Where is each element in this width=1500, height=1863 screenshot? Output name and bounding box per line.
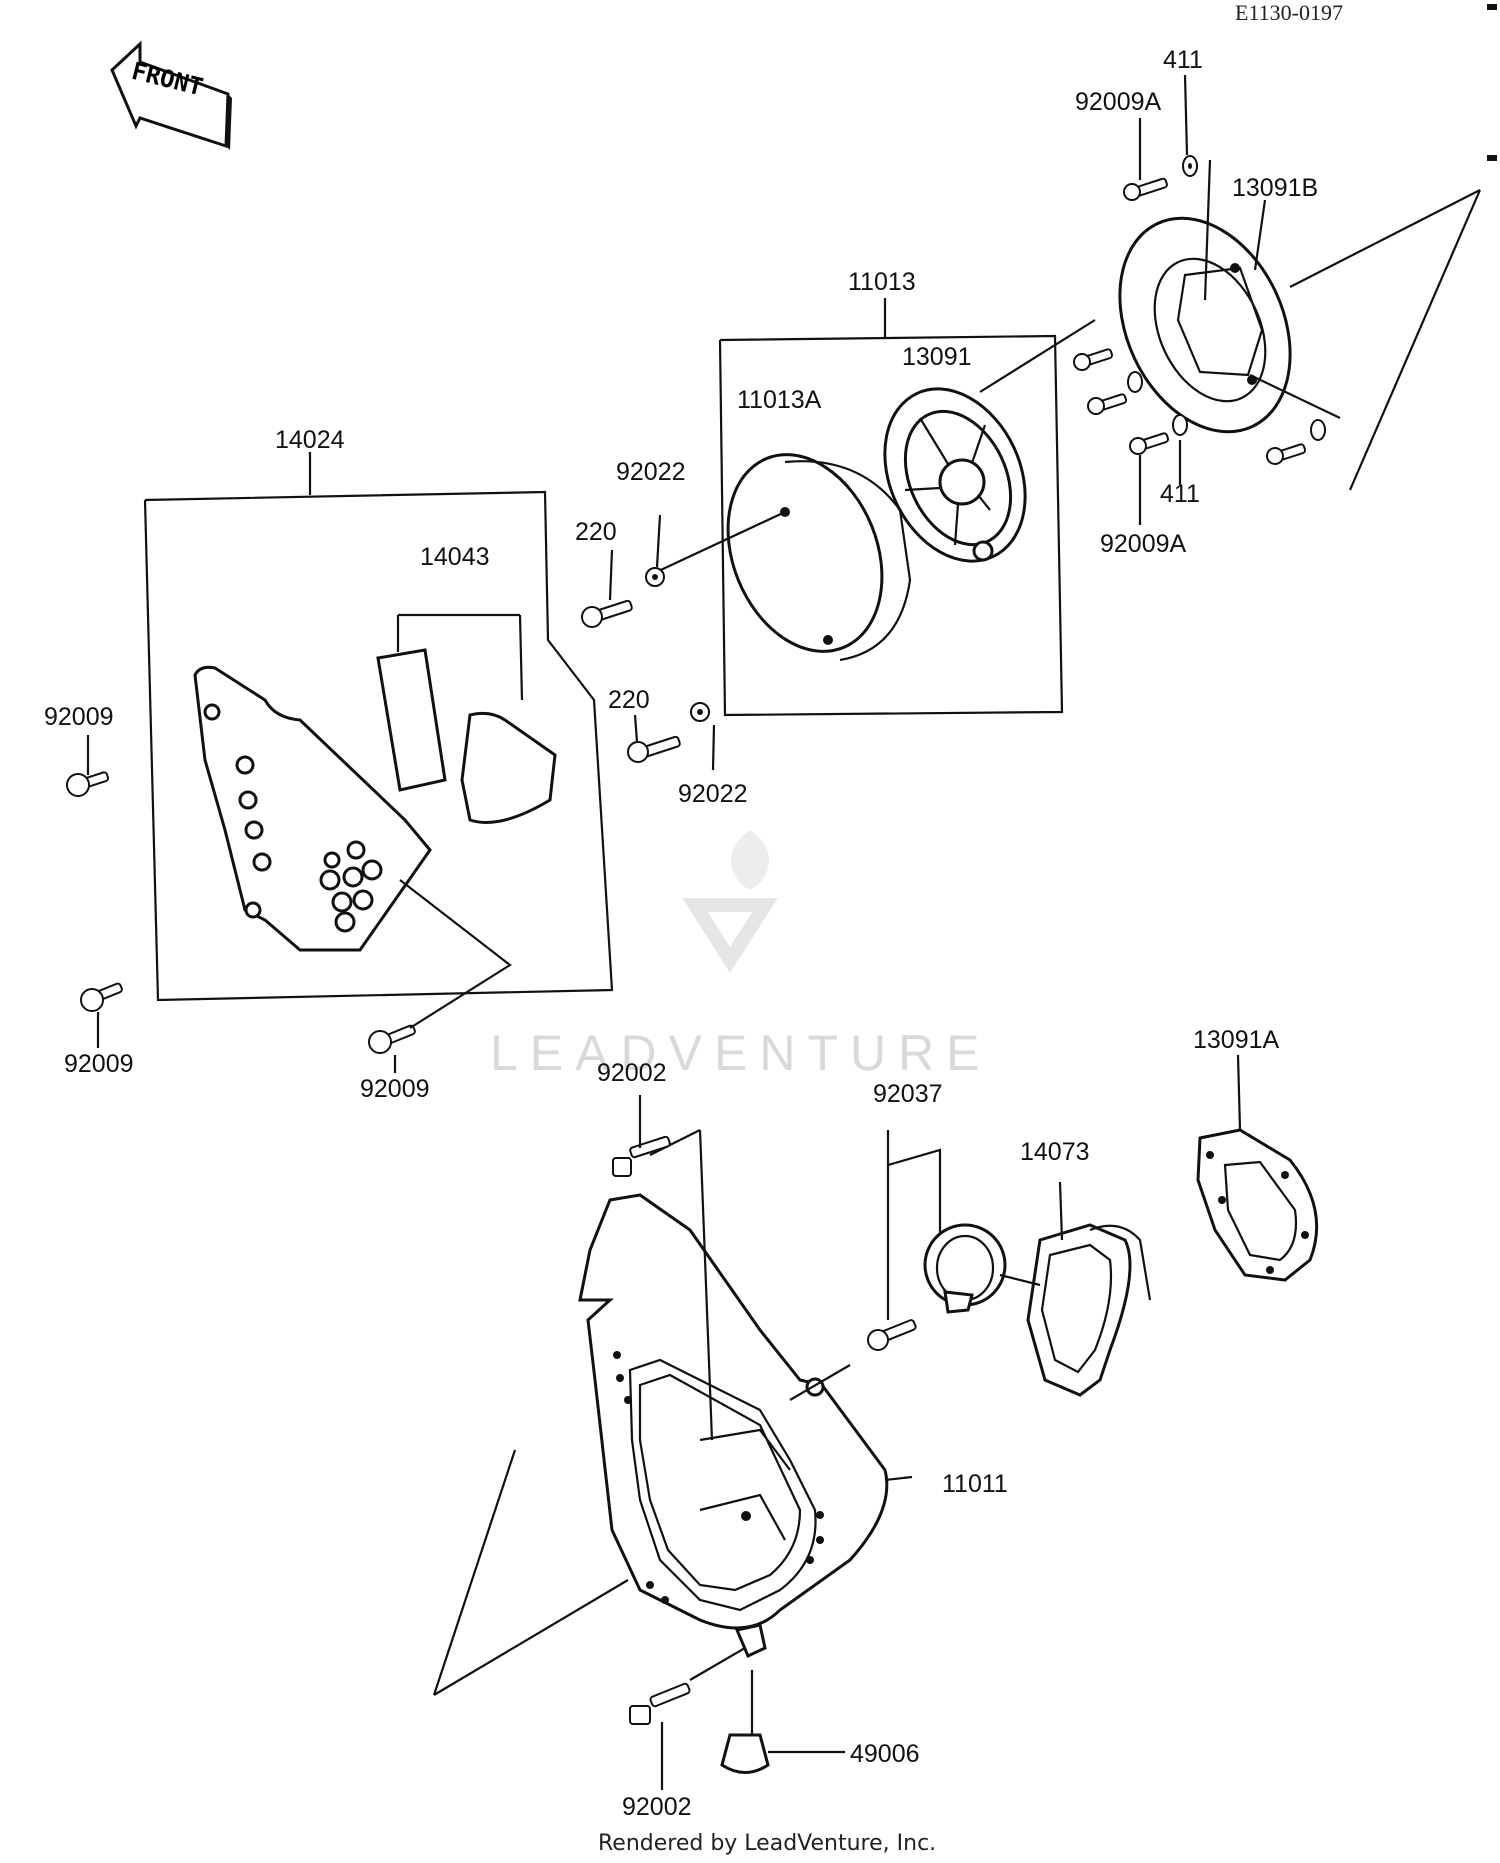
side-cover-plate: [193, 665, 432, 952]
bolt-92002-bottom: [629, 1647, 746, 1725]
label-14043: 14043: [420, 543, 490, 571]
bolt-92009a-bottom: [1129, 414, 1188, 455]
bolt-92009a-top: [1123, 177, 1168, 201]
front-arrow: FRONT: [110, 40, 232, 150]
label-49006: 49006: [850, 1740, 920, 1768]
intake-duct: [999, 1181, 1152, 1397]
watermark-text: LEADVENTURE: [490, 1025, 992, 1081]
drawing-code: E1130-0197: [1235, 0, 1343, 25]
label-220-bottom: 220: [608, 686, 650, 714]
edge-mark: [1487, 4, 1497, 10]
bolt-92009-left-top: [66, 771, 110, 797]
label-92037: 92037: [873, 1080, 943, 1108]
label-13091a: 13091A: [1193, 1026, 1280, 1054]
bolt-92009a-mid2: [1087, 371, 1143, 415]
label-13091: 13091: [902, 343, 972, 371]
box-14024: [143, 452, 614, 1002]
cover-plate-13091a: [1196, 1054, 1319, 1282]
footer-credit: Rendered by LeadVenture, Inc.: [598, 1831, 936, 1856]
bolt-92009a-mid1: [1073, 348, 1114, 371]
label-92022-top: 92022: [616, 458, 686, 486]
bolt-220-bottom: [627, 702, 710, 763]
label-92009-center: 92009: [360, 1075, 430, 1103]
label-92009-left-bottom: 92009: [64, 1050, 134, 1078]
clamp-92037: [867, 1148, 1007, 1351]
label-92002-bottom: 92002: [622, 1793, 692, 1821]
cover-plate-13091b: [1118, 189, 1482, 491]
label-411-top: 411: [1163, 46, 1203, 74]
air-filter-element: [649, 453, 912, 662]
label-11013: 11013: [848, 268, 916, 296]
label-220-top: 220: [575, 518, 617, 546]
pad-14043: [376, 613, 557, 824]
label-14073: 14073: [1020, 1138, 1090, 1166]
label-92009a-top: 92009A: [1075, 88, 1162, 116]
filter-cap: [883, 319, 1096, 563]
watermark-logo: [682, 830, 778, 974]
label-92009-left-top: 92009: [44, 703, 114, 731]
label-11011: 11011: [942, 1470, 1008, 1498]
bolt-92009a-right: [1266, 419, 1326, 465]
label-13091b: 13091B: [1232, 174, 1318, 202]
bolt-92009-left-bottom: [80, 982, 123, 1012]
label-92022-bottom: 92022: [678, 780, 748, 808]
air-box-housing: [432, 1193, 913, 1696]
label-11013a: 11013A: [737, 386, 822, 414]
drain-cap: [720, 1670, 770, 1774]
edge-mark: [1487, 155, 1497, 161]
label-92009a-bottom: 92009A: [1100, 530, 1187, 558]
label-92002-top: 92002: [597, 1059, 667, 1087]
bolt-220-top: [581, 567, 665, 628]
leader-lines: [86, 74, 1267, 1790]
washer-411-top: [1182, 155, 1198, 177]
bracket-92002: [612, 1129, 714, 1441]
label-411-bottom: 411: [1160, 480, 1200, 508]
bolt-92009-center: [368, 879, 512, 1054]
box-11013: [718, 298, 1064, 717]
label-14024: 14024: [275, 426, 345, 454]
